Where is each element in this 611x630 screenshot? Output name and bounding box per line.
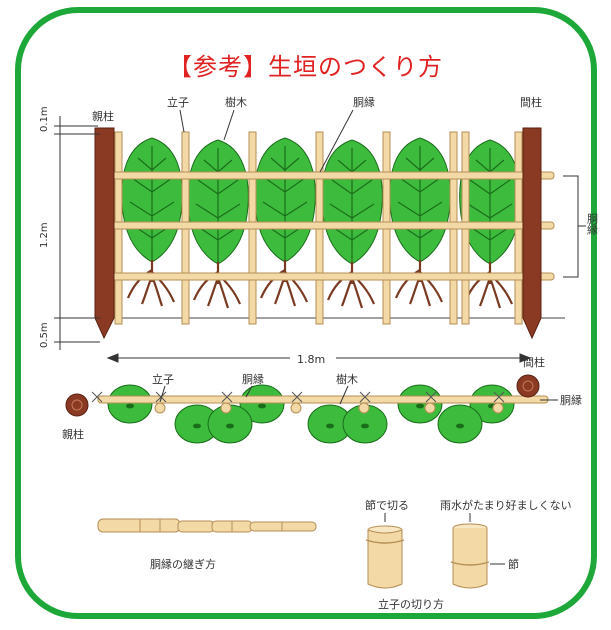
label-dobuchi-side: 胴縁 — [586, 213, 599, 235]
plan-label-dobuchi: 胴縁 — [242, 372, 264, 386]
plan-label-jumoku: 樹木 — [336, 373, 358, 386]
plan-label-oyabashira: 親柱 — [62, 427, 84, 441]
label-jumoku: 樹木 — [225, 96, 247, 109]
plan-oyabashira — [65, 393, 89, 417]
plan-label-dobuchi-right: 胴縁 — [560, 393, 582, 407]
plan-shrub-8 — [437, 404, 483, 444]
mabashira-post — [522, 127, 542, 340]
rain-label: 雨水がたまり好ましくない — [440, 498, 572, 512]
tatego-caption: 立子の切り方 — [378, 597, 444, 611]
label-tatego: 立子 — [167, 95, 189, 109]
dim-middle: 1.2m — [39, 222, 50, 248]
plan-shrub-1 — [107, 384, 153, 424]
green-border — [15, 7, 597, 619]
plan-mabashira — [516, 374, 540, 398]
plan-shrub-5 — [397, 384, 443, 424]
joint-detail: 胴縁の継ぎ方 — [97, 518, 317, 571]
node-label: 節 — [508, 557, 519, 571]
label-mabashira: 間柱 — [520, 95, 542, 109]
plan-view: 立子 胴縁 樹木 間柱 胴縁 親柱 — [62, 355, 582, 444]
dim-bottom: 0.5m — [39, 322, 50, 348]
dim-width: 1.8m — [297, 353, 325, 366]
plan-tatego — [154, 402, 504, 414]
tatego-cut-detail: 節で切る 雨水がたまり好ましくない 節 立子の切り方 — [365, 498, 572, 611]
elevation-view: 親柱 立子 樹木 胴縁 間柱 胴縁 0.1m 1.2m 0.5m 1.8m — [39, 95, 599, 366]
cut-label: 節で切る — [365, 498, 409, 512]
plan-label-mabashira: 間柱 — [523, 355, 545, 369]
dim-top: 0.1m — [39, 106, 50, 132]
joint-caption: 胴縁の継ぎ方 — [150, 557, 216, 571]
label-dobuchi: 胴縁 — [353, 95, 375, 109]
oyabashira-post — [94, 127, 115, 340]
label-oyabashira: 親柱 — [92, 109, 114, 123]
page-title: 【参考】生垣のつくり方 — [168, 53, 443, 81]
plan-label-tatego: 立子 — [152, 372, 174, 386]
